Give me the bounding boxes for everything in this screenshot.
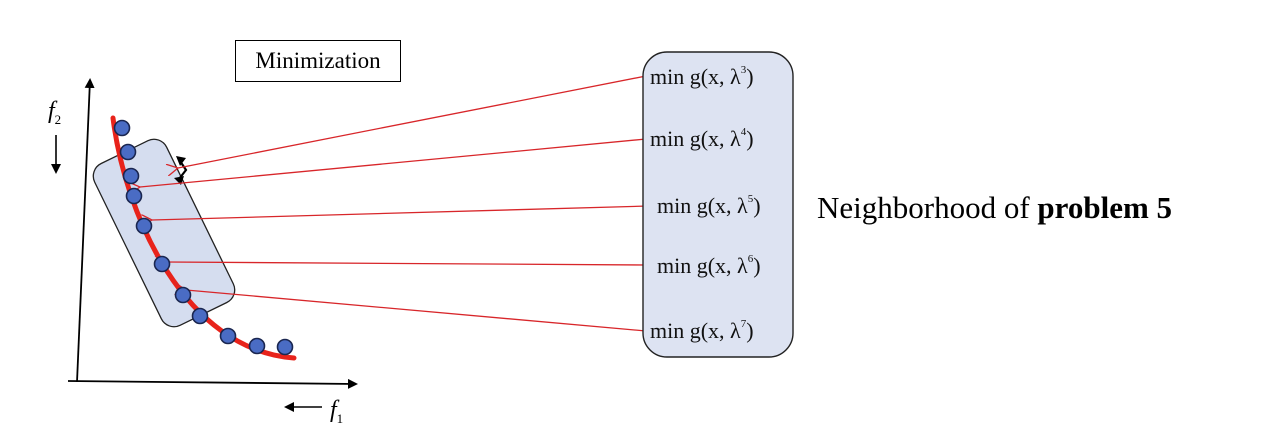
neighborhood-caption-prefix: Neighborhood of [817,190,1038,225]
y-axis-subscript: 2 [54,111,62,127]
neighborhood-caption-problem: problem 5 [1037,190,1173,225]
x-axis-subscript: 1 [336,410,344,426]
subproblem-6: min g(x, λ6) [657,253,761,279]
subproblem-exponent: 6 [747,253,754,265]
subproblem-close: ) [746,318,754,343]
subproblem-close: ) [746,64,754,89]
subproblem-close: ) [753,193,761,218]
subproblem-exponent: 3 [740,64,747,76]
subproblem-text: min g(x, λ [650,318,741,343]
minimization-label-box: Minimization [235,40,401,82]
y-axis [76,78,95,383]
y-axis-label: f2 [48,98,61,128]
subproblem-exponent: 5 [747,193,754,205]
minimization-label: Minimization [255,48,381,73]
arrow-subproblem-6 [166,262,649,265]
arrow-subproblem-5 [152,205,649,220]
solution-point [153,255,171,273]
subproblem-text: min g(x, λ [657,193,748,218]
neighborhood-region [92,138,236,328]
bracket-arrowhead-top [176,156,186,166]
solution-point [248,337,266,355]
solution-point [276,338,294,356]
arrow-subproblem-7 [186,290,647,332]
subproblem-text: min g(x, λ [650,64,741,89]
solution-point [122,167,140,185]
subproblem-7: min g(x, λ7) [650,318,754,344]
subproblem-4: min g(x, λ4) [650,126,754,152]
subproblem-3: min g(x, λ3) [650,64,754,90]
arrow-subproblem-4 [140,138,647,187]
subproblem-5: min g(x, λ5) [657,193,761,219]
subproblem-text: min g(x, λ [650,126,741,151]
subproblem-text: min g(x, λ [657,253,748,278]
solution-point [191,307,209,325]
solution-point [135,217,153,235]
solution-point [119,143,137,161]
arrow-subproblem-3 [178,75,647,168]
solution-point [174,286,192,304]
subproblem-close: ) [753,253,761,278]
x-axis-label: f1 [330,397,343,427]
solution-point [219,327,237,345]
solution-point [125,187,143,205]
x-axis [67,378,358,389]
neighborhood-caption: Neighborhood of problem 5 [817,190,1172,226]
subproblem-exponent: 4 [740,126,747,138]
solution-point [113,119,131,137]
x-axis-symbol: f [330,397,337,423]
subproblem-panel [642,51,794,358]
solution-points [113,119,294,356]
y-axis-symbol: f [48,98,55,124]
subproblem-close: ) [746,126,754,151]
subproblem-exponent: 7 [740,318,747,330]
